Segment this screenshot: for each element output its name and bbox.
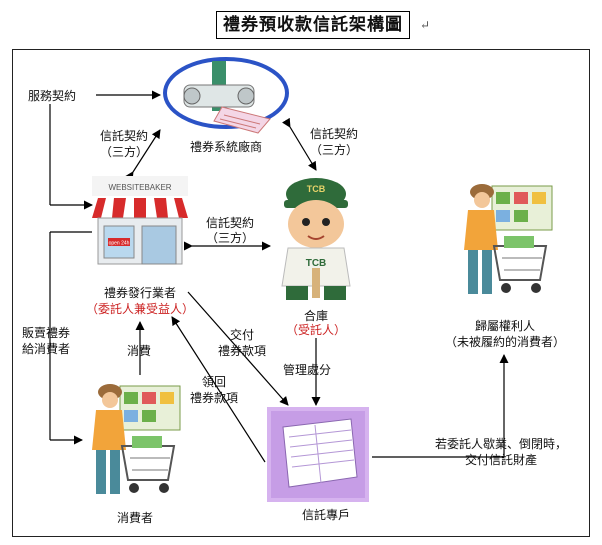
- arrow-vendor-issuer: [124, 129, 161, 182]
- diagram-frame: [12, 49, 590, 537]
- beneficiary-label: 歸屬權利人: [474, 319, 535, 333]
- consumer-shopper-illustration: [92, 384, 181, 494]
- beneficiary-sublabel: （未被履約的消費者）: [444, 335, 565, 349]
- paragraph-mark: ↵: [420, 18, 431, 32]
- vendor-illustration: [163, 57, 289, 134]
- consumer-label: 消費者: [116, 511, 153, 525]
- arrow-vendor-bank: [282, 117, 317, 171]
- bank-mascot-illustration: TCB TCB: [281, 178, 351, 300]
- trust-contract-label-2: 信託契約: [309, 127, 358, 141]
- shop-logo-text: WEBSITEBAKER: [108, 183, 171, 192]
- three-party-label-2: （三方）: [309, 143, 358, 157]
- sell-label-line1: 販賣禮券: [22, 326, 71, 340]
- trust-contract-label-1: 信託契約: [99, 129, 148, 143]
- bank-label: 合庫: [303, 309, 328, 323]
- issuer-shop-illustration: WEBSITEBAKER open 24h: [92, 176, 188, 265]
- deliver-label-line1: 交付: [229, 328, 254, 342]
- issuer-label: 禮券發行業者: [103, 286, 176, 300]
- deliver-label-line2: 禮券款項: [217, 344, 266, 358]
- trust-contract-label-3: 信託契約: [205, 216, 254, 230]
- shop-sign-text: open 24h: [109, 241, 130, 247]
- shirt-text: TCB: [306, 258, 327, 269]
- issuer-sublabel: （委託人兼受益人）: [85, 302, 194, 316]
- diagram-title: 禮券預收款信託架構圖: [216, 11, 410, 39]
- bank-sublabel: （受託人）: [285, 323, 346, 337]
- beneficiary-shopper-illustration: [464, 184, 553, 294]
- retrieve-label-line1: 領回: [201, 375, 226, 389]
- arrow-retrieve: [171, 316, 266, 463]
- retrieve-label-line2: 禮券款項: [189, 391, 238, 405]
- vendor-label: 禮券系統廠商: [189, 140, 262, 154]
- arrow-deliver: [187, 291, 289, 406]
- closure-label-line2: 交付信託財產: [464, 453, 537, 467]
- closure-label-line1: 若委託人歇業、倒閉時，: [434, 437, 567, 451]
- trust-account-label: 信託專戶: [301, 508, 350, 522]
- sell-label-line2: 給消費者: [22, 342, 71, 356]
- consume-label: 消費: [127, 344, 152, 358]
- trust-account-illustration: [267, 407, 369, 502]
- cap-text: TCB: [307, 184, 326, 194]
- service-contract-label: 服務契約: [28, 89, 77, 103]
- three-party-label-1: （三方）: [99, 145, 148, 159]
- three-party-label-3: （三方）: [205, 231, 254, 245]
- manage-label: 管理處分: [283, 363, 332, 377]
